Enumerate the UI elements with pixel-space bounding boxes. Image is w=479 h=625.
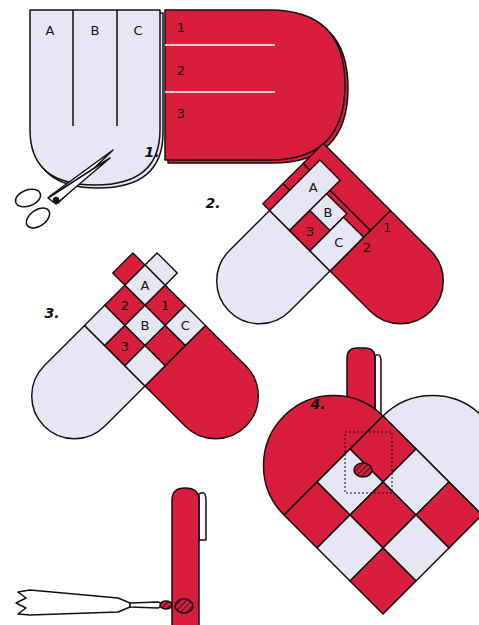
strip-number: 1 [161,299,169,312]
strip-letter: B [91,24,100,37]
strip-letter: A [309,180,318,193]
strip-letter: A [141,279,150,292]
step-number: 1. [144,145,159,159]
step-number: 2. [205,196,220,210]
strip-letter: B [141,319,150,332]
strip-number: 1 [383,221,391,234]
strip-number: 2 [363,241,371,254]
strip-number: 1 [177,21,185,34]
strip-number: 3 [177,107,185,120]
finished-heart [235,317,479,614]
strip-number: 2 [121,299,129,312]
glue-tube [16,590,172,615]
scissors-symbol [13,150,113,232]
step-number: 4. [310,397,325,411]
strip-letter: C [334,236,343,249]
glued-loop-end [345,432,392,493]
strip-letter: C [181,319,190,332]
red-paper-piece [165,10,348,163]
strip-letter: A [46,24,55,37]
strip-number: 3 [306,224,314,237]
strip-letter: B [324,206,333,219]
strip-letter: C [133,24,142,37]
strip-number: 2 [177,64,185,77]
glue-strip [172,488,206,625]
strip-number: 3 [121,339,129,352]
step-number: 3. [44,306,59,320]
weaving-step-three [2,241,288,527]
